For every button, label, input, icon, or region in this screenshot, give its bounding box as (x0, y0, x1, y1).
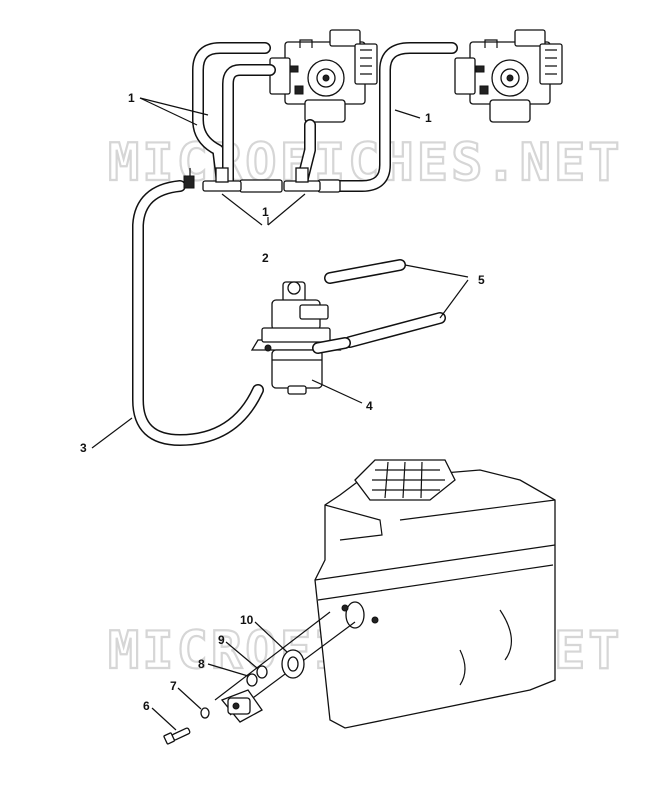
leader-lines (91, 97, 469, 731)
callout-7: 7 (170, 679, 177, 693)
carburetor-left (269, 29, 378, 123)
grommet (281, 649, 305, 679)
callout-2: 2 (262, 251, 269, 265)
fuel-tank (314, 459, 556, 729)
fuel-valve (220, 689, 263, 723)
callout-5: 5 (478, 273, 485, 287)
callout-9: 9 (218, 633, 225, 647)
callout-1-center: 1 (262, 205, 269, 219)
callout-6: 6 (143, 699, 150, 713)
callout-1-left: 1 (128, 91, 135, 105)
callout-3: 3 (80, 441, 87, 455)
tee-fitting-right (283, 167, 321, 192)
tee-fitting-left (183, 167, 242, 192)
screw-6 (163, 727, 191, 745)
carburetor-right (454, 29, 563, 123)
callout-10: 10 (240, 613, 254, 627)
washer-9 (256, 665, 268, 679)
washer-7 (200, 707, 210, 719)
fuel-pump (250, 259, 446, 395)
washer-8 (246, 673, 258, 687)
callout-8: 8 (198, 657, 205, 671)
callout-4: 4 (366, 399, 373, 413)
callout-1-right: 1 (425, 111, 432, 125)
